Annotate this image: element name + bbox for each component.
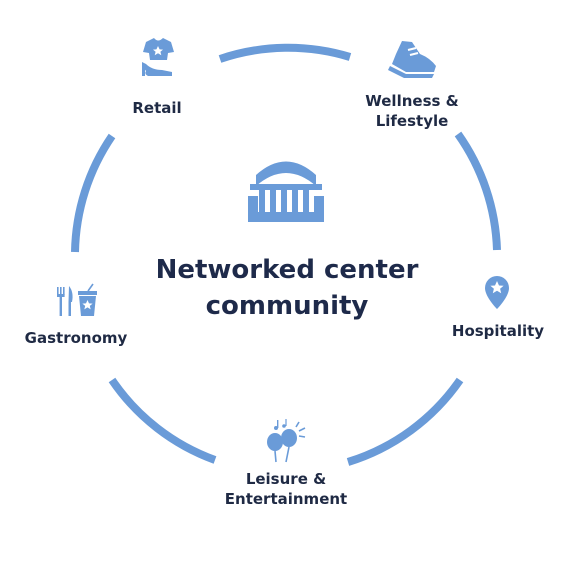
balloons-icon bbox=[267, 419, 306, 463]
ring-arc-lower-left bbox=[108, 377, 217, 464]
leisure-label-line-1: Leisure & bbox=[245, 470, 327, 488]
ring-arc-lower-right bbox=[346, 377, 464, 466]
cutlery-cup-icon bbox=[57, 283, 97, 316]
leisure-label-line-2: Entertainment bbox=[224, 490, 348, 508]
center-title-line-2: community bbox=[205, 291, 369, 321]
center-title: Networked center community bbox=[112, 252, 462, 324]
ring-arc-right bbox=[454, 131, 501, 251]
gastronomy-label-line-1: Gastronomy bbox=[24, 329, 128, 347]
wellness-label-line-2: Lifestyle bbox=[375, 112, 449, 130]
ring-arc-left bbox=[71, 133, 116, 253]
sneaker-icon bbox=[388, 41, 436, 78]
retail-label-line-1: Retail bbox=[132, 99, 182, 117]
node-label-leisure: Leisure & Entertainment bbox=[213, 469, 359, 509]
location-star-icon bbox=[485, 276, 509, 309]
node-label-gastronomy: Gastronomy bbox=[20, 328, 132, 348]
node-label-retail: Retail bbox=[115, 98, 199, 118]
ring-arcs bbox=[71, 43, 501, 466]
node-label-hospitality: Hospitality bbox=[447, 321, 549, 341]
ring-arc-top bbox=[218, 43, 352, 63]
hospitality-label-line-1: Hospitality bbox=[451, 322, 545, 340]
wellness-label-line-1: Wellness & bbox=[365, 92, 459, 110]
building-arches-icon bbox=[248, 161, 324, 222]
shirt-and-shoe-icon bbox=[142, 38, 174, 76]
center-title-line-1: Networked center bbox=[155, 255, 419, 285]
node-label-wellness: Wellness & Lifestyle bbox=[352, 91, 472, 131]
